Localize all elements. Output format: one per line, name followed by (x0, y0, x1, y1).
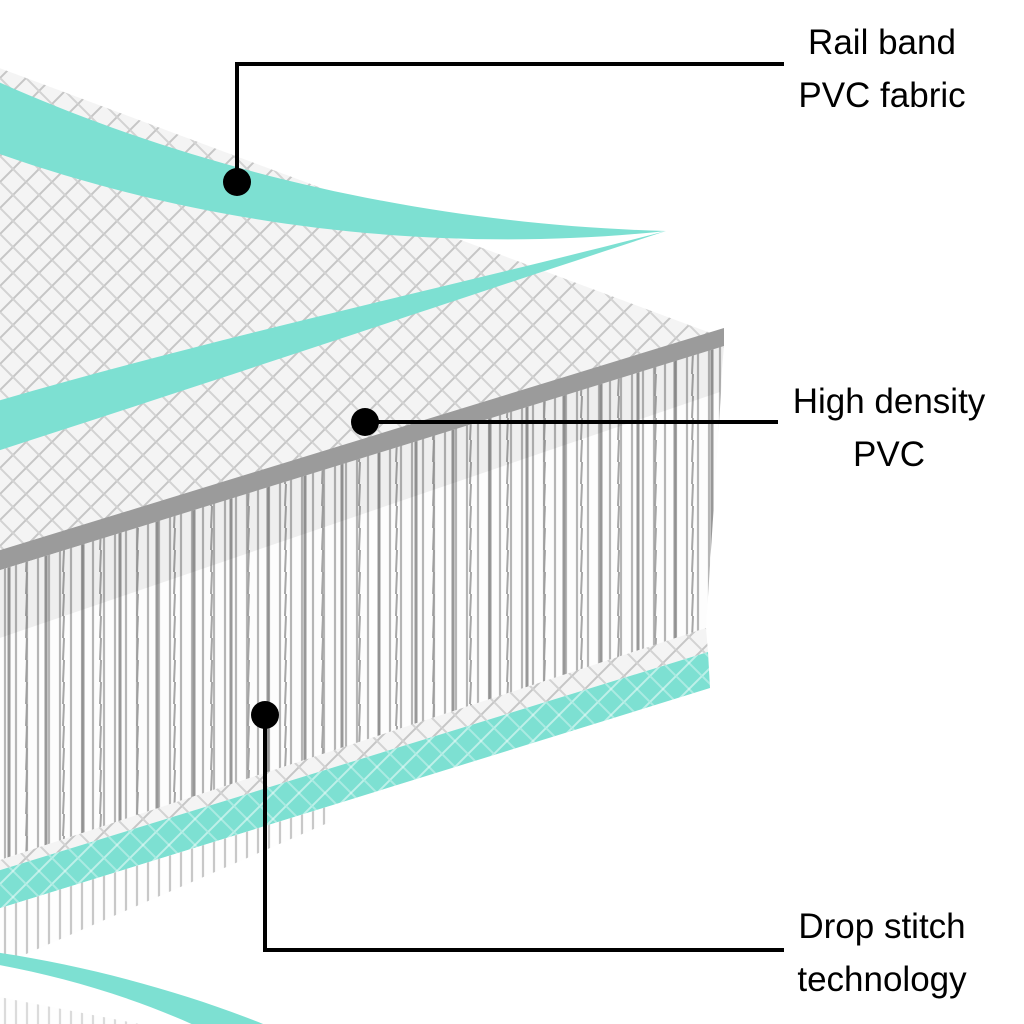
callout-line-rail-band (235, 62, 784, 182)
rail-band-lower-arm (0, 231, 666, 451)
callout-dot-high-density-pvc (351, 408, 379, 436)
callout-label-high-density-pvc-line2: PVC (853, 435, 925, 474)
rail-band-upper-arm (0, 82, 666, 240)
thread-shadow (0, 346, 724, 638)
mat-top-edge (0, 328, 724, 571)
callout-label-rail-band: Rail band PVC fabric (780, 16, 984, 122)
callout-label-drop-stitch-line2: technology (797, 960, 967, 999)
callout-label-drop-stitch-line1: Drop stitch (798, 907, 966, 946)
bottom-fabric-strip (0, 628, 708, 871)
bottom-rail-band-texture (0, 652, 710, 909)
callout-dot-drop-stitch (251, 701, 279, 729)
callout-label-rail-band-line1: Rail band (808, 23, 956, 62)
callout-label-high-density-pvc: High density PVC (784, 375, 994, 481)
drop-stitch-threads-dark (0, 346, 724, 861)
callout-line-drop-stitch (263, 715, 784, 952)
bottom-under-threads (0, 806, 330, 966)
bottom-corner-band (0, 952, 264, 1024)
callout-label-drop-stitch: Drop stitch technology (780, 900, 984, 1006)
callout-label-high-density-pvc-line1: High density (792, 382, 986, 421)
callout-label-rail-band-line2: PVC fabric (798, 76, 966, 115)
callout-dot-rail-band (223, 168, 251, 196)
bottom-corner-texture (0, 997, 140, 1024)
